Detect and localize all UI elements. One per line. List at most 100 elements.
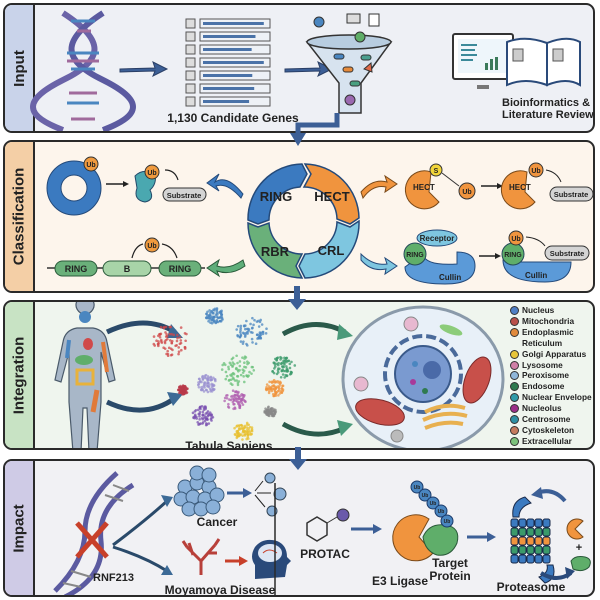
umap-point (243, 433, 247, 436)
umap-point (280, 386, 284, 390)
umap-point (252, 323, 255, 327)
umap-point (180, 348, 183, 352)
curved-arrow-icon (206, 258, 246, 278)
umap-point (267, 391, 271, 395)
umap-point (254, 342, 258, 346)
ub-chain-unit (418, 488, 432, 502)
proteasome-subunit (510, 518, 519, 528)
umap-point (234, 433, 237, 437)
proteasome-subunit (526, 518, 535, 528)
umap-point (206, 385, 209, 388)
gene-row-icon (185, 83, 196, 94)
umap-point (246, 435, 249, 439)
legend-swatch-icon (510, 316, 519, 326)
cell-icon (201, 467, 217, 483)
umap-point (232, 372, 236, 376)
umap-point (231, 397, 234, 400)
proteasome-subunit (518, 545, 527, 555)
umap-point (273, 361, 276, 365)
wheel-segment-rbr[interactable] (247, 221, 304, 279)
ring-e3-icon: Ub (46, 156, 102, 216)
umap-point (158, 335, 162, 339)
legend-label: Mitochondria (522, 315, 575, 326)
wheel-segment-hect[interactable] (302, 163, 360, 225)
protac-label: PROTAC (300, 547, 350, 561)
umap-point (162, 325, 166, 329)
umap-point (271, 370, 274, 373)
umap-point (168, 332, 172, 336)
atlas-label: Tabula Sapiens (185, 439, 272, 450)
umap-point (227, 365, 230, 369)
umap-point (207, 320, 210, 323)
umap-point (238, 404, 242, 407)
umap-point (240, 423, 243, 427)
umap-point (209, 387, 212, 391)
legend-label: Nuclear Envelope (522, 392, 592, 403)
umap-point (251, 341, 254, 344)
umap-point (261, 332, 265, 336)
legend-item: Endosome (510, 381, 593, 392)
umap-point (208, 309, 211, 312)
legend-item: Lysosome (510, 360, 593, 371)
umap-point (236, 383, 240, 387)
umap-point (181, 392, 184, 396)
umap-point (267, 405, 270, 409)
hect-mechanism-icon: HECT S Ub HECT Ub Substrate (404, 162, 593, 210)
umap-point (199, 422, 202, 425)
gene-row-icon (185, 96, 196, 107)
umap-point (281, 384, 285, 388)
e3-family-wheel: RING HECT RBR CRL (247, 163, 360, 279)
umap-point (197, 377, 201, 381)
umap-point (274, 386, 278, 390)
umap-point (206, 414, 210, 418)
umap-point (239, 330, 242, 334)
ub-label: Ub (147, 170, 156, 177)
proteasome-subunit (542, 545, 551, 555)
umap-point (172, 333, 176, 337)
umap-point (235, 430, 239, 433)
umap-point (201, 410, 205, 414)
umap-point (290, 371, 293, 374)
arrow-icon (373, 524, 382, 534)
umap-point (249, 322, 252, 326)
released-target-icon (570, 556, 591, 572)
wheel-segment-crl[interactable] (298, 219, 360, 279)
legend-swatch-icon (510, 349, 519, 359)
proteasome-subunit (542, 527, 551, 537)
metastasis-icon (254, 472, 287, 517)
wheel-segment-ring[interactable] (247, 163, 308, 225)
umap-point (212, 320, 216, 324)
umap-point (209, 313, 212, 317)
umap-point (246, 432, 250, 436)
umap-point (285, 365, 288, 368)
umap-point (209, 311, 212, 315)
umap-point (239, 326, 242, 330)
umap-point (213, 387, 216, 391)
ring-label: RING (406, 252, 424, 259)
umap-point (274, 394, 278, 397)
umap-point (288, 362, 292, 366)
umap-point (229, 382, 233, 385)
umap-point (235, 328, 239, 331)
umap-point (167, 346, 171, 350)
umap-point (235, 354, 238, 358)
thioester-label: S (434, 168, 439, 175)
umap-point (243, 361, 246, 365)
umap-point (278, 380, 282, 384)
umap-point (233, 402, 236, 406)
umap-point (243, 430, 247, 434)
umap-point (176, 336, 179, 340)
legend-label: Extracellular Space (522, 435, 572, 448)
umap-point (177, 346, 181, 349)
umap-point (290, 360, 293, 364)
umap-point (251, 326, 254, 330)
curved-arrow-icon (337, 324, 353, 340)
legend-item: Nucleolus (510, 403, 593, 414)
umap-point (198, 406, 202, 409)
umap-point (224, 370, 228, 374)
umap-point (183, 347, 187, 350)
proteasome-subunit (526, 536, 535, 546)
umap-point (198, 379, 202, 383)
cell-diagram-icon (341, 305, 505, 448)
crl-mechanism-icon: Cullin Receptor RING Cullin RING Ub Subs… (403, 229, 590, 285)
